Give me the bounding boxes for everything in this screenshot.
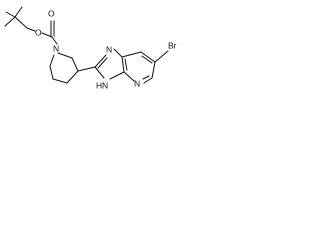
structure-canvas: O O N N N H N Br <box>4 6 177 90</box>
bond <box>49 65 54 80</box>
bond <box>51 36 58 45</box>
bond <box>97 57 108 69</box>
bond <box>41 32 53 38</box>
bond-skeleton <box>4 6 169 84</box>
bond <box>124 58 128 71</box>
bond <box>66 70 79 84</box>
atom-labels: O O N N N H N Br <box>35 8 177 90</box>
bond <box>49 54 55 67</box>
ester-oxygen-label: O <box>35 27 42 37</box>
bond <box>71 57 79 72</box>
bond <box>14 6 23 18</box>
bond <box>52 78 68 84</box>
bond <box>94 54 107 68</box>
nh-hydrogen-label: H <box>96 80 102 90</box>
bond <box>140 51 156 63</box>
bond <box>14 16 28 29</box>
imine-nitrogen-label: N <box>106 44 112 54</box>
bond <box>109 71 125 80</box>
bromine-label: Br <box>168 40 177 50</box>
pyridine-nitrogen-label: N <box>134 78 140 88</box>
bond <box>123 71 135 82</box>
bond <box>5 11 16 18</box>
bond <box>4 16 16 27</box>
bond <box>141 55 153 64</box>
bond <box>113 48 123 58</box>
bond <box>143 77 153 84</box>
piperidine-nitrogen-label: N <box>53 43 59 53</box>
bond <box>142 75 150 80</box>
bond <box>154 50 169 63</box>
carbonyl-oxygen-label: O <box>48 8 55 18</box>
bond <box>151 61 156 79</box>
bond <box>121 56 125 73</box>
nh-nitrogen-label: N <box>102 80 108 90</box>
bond <box>94 66 105 79</box>
bond <box>121 51 142 58</box>
bond <box>57 52 73 59</box>
bond <box>26 27 36 32</box>
bond <box>77 66 96 72</box>
